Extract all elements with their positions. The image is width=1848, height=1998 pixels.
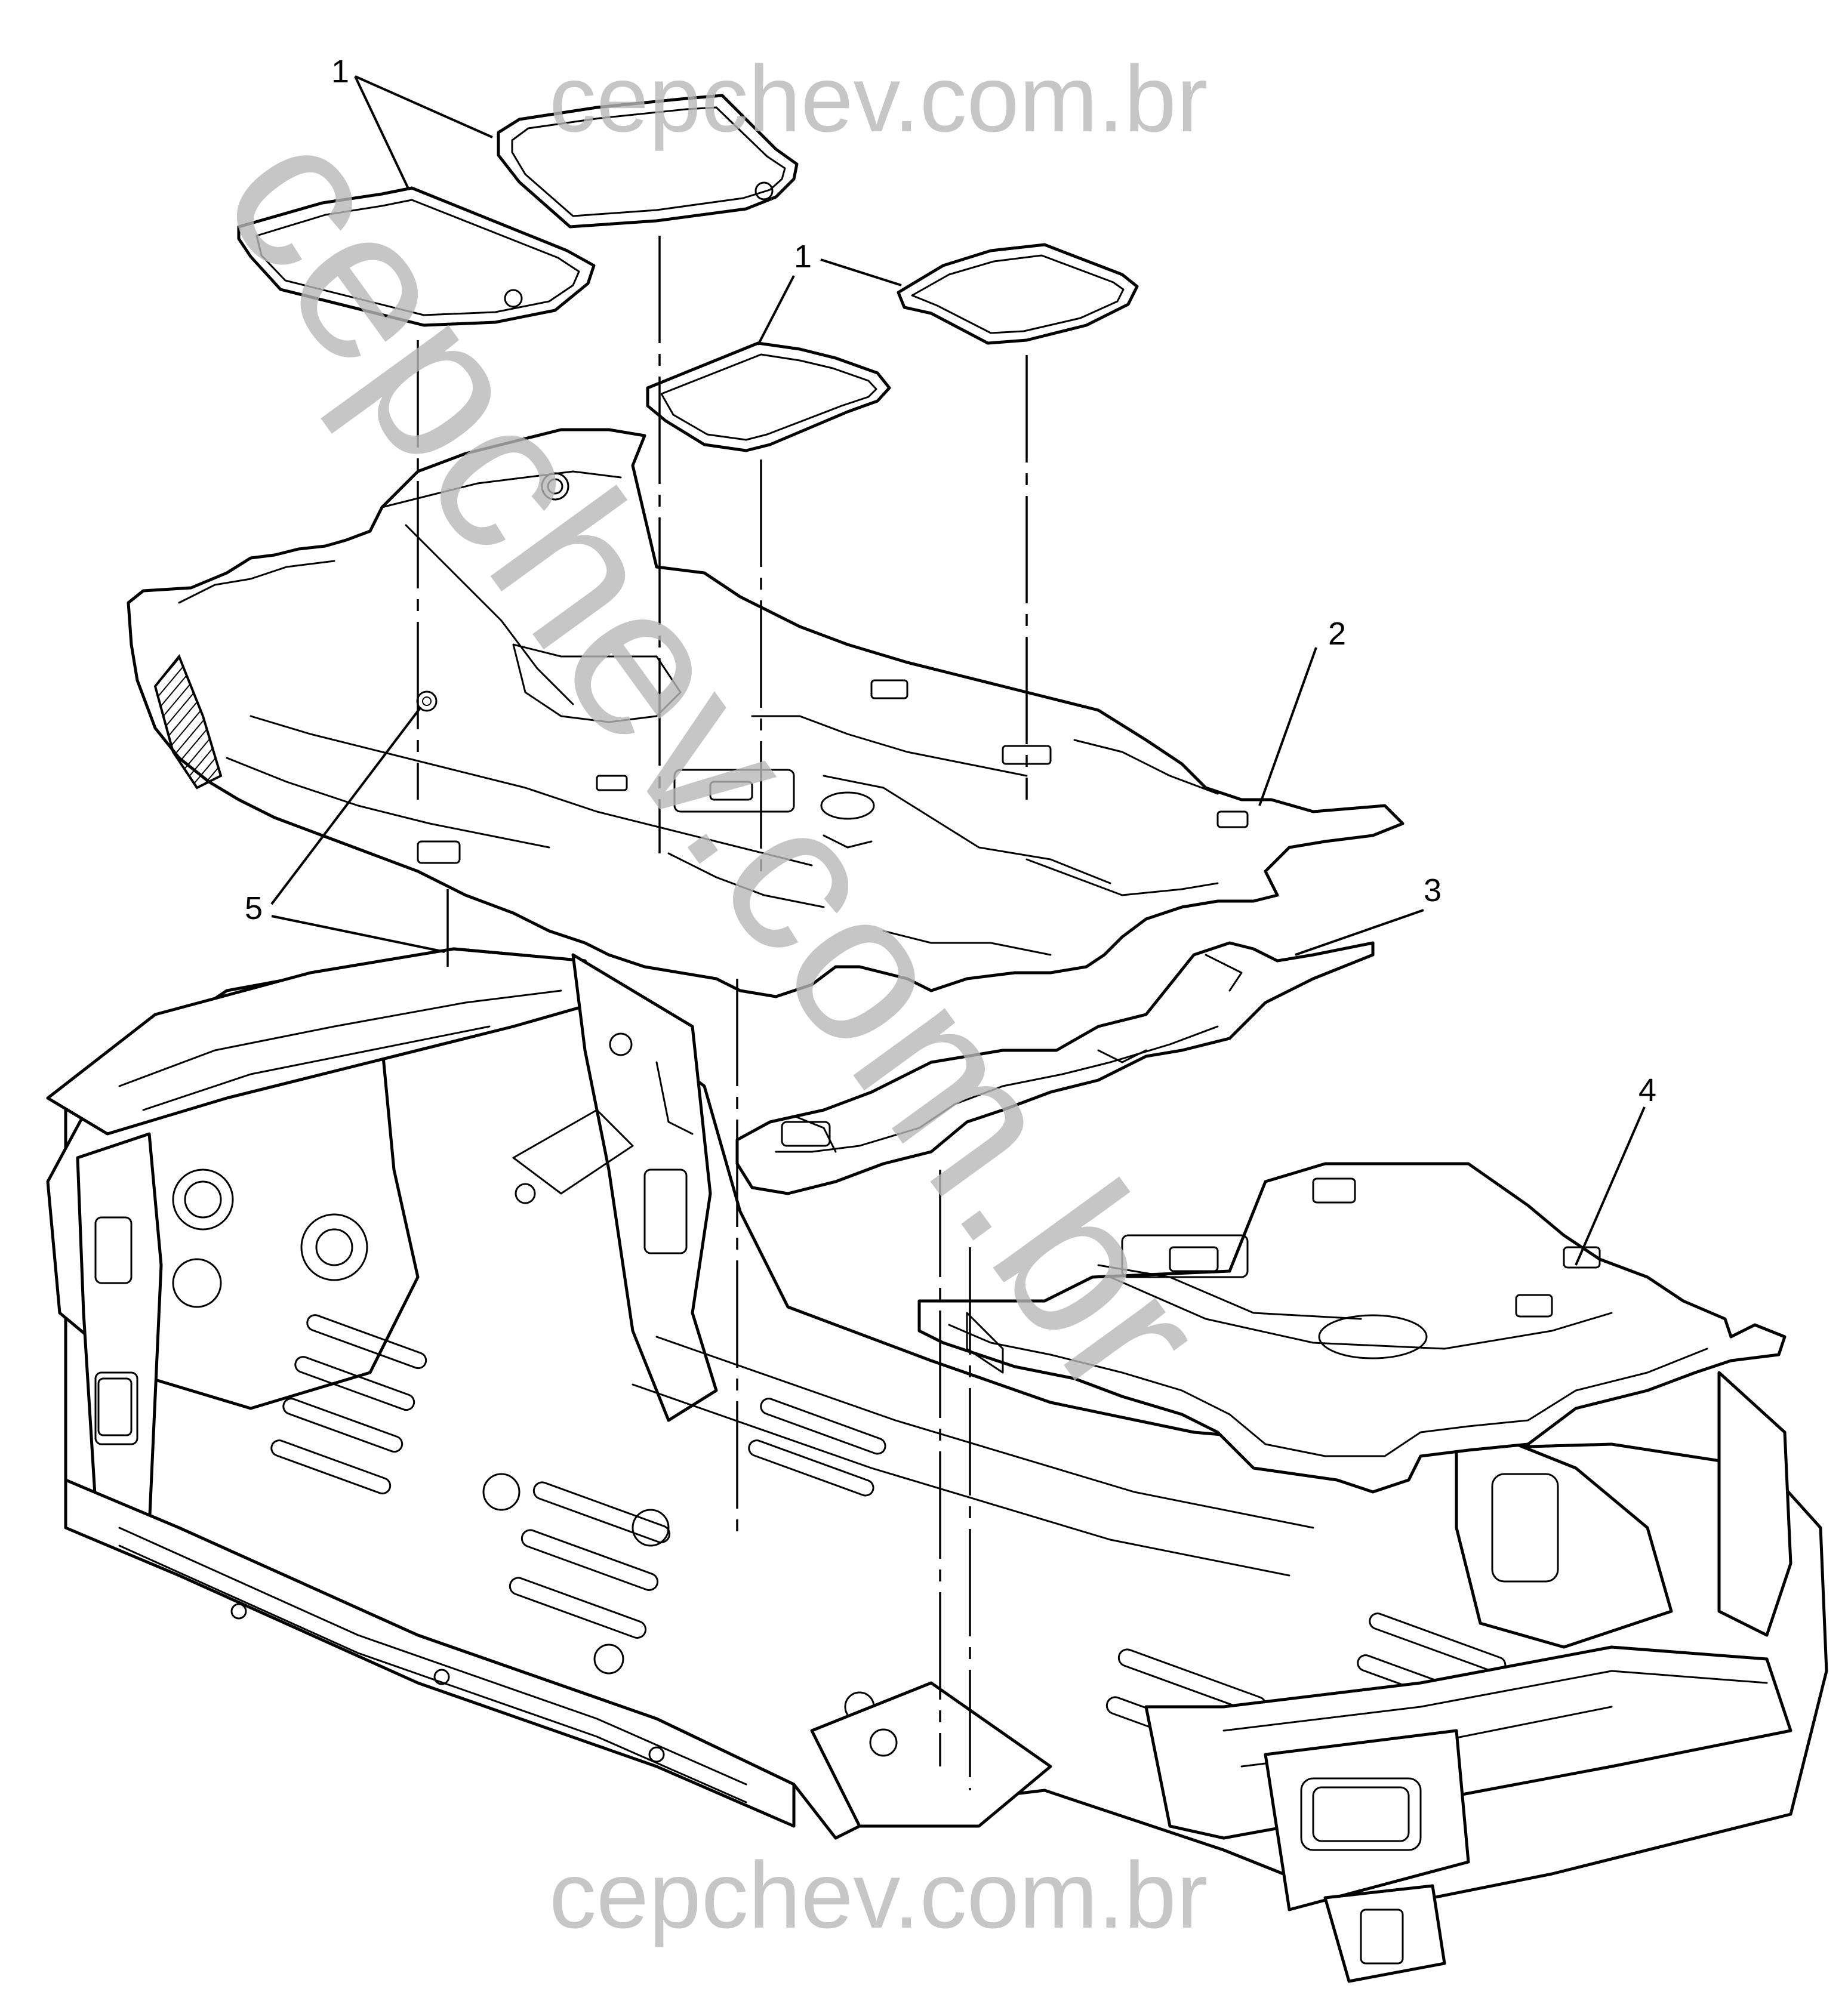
callout-3: 3 xyxy=(1424,872,1442,908)
callout-1-top: 1 xyxy=(331,54,349,90)
watermark-top: cepchev.com.br xyxy=(549,47,1208,152)
part-4-rear-floor-mat xyxy=(917,1162,1787,1494)
mat-rear-right xyxy=(897,243,1139,345)
part-1-floor-mats xyxy=(237,94,1139,452)
vehicle-body-frame xyxy=(46,947,1828,1983)
callout-4: 4 xyxy=(1638,1072,1656,1108)
mat-rear-left xyxy=(646,341,891,452)
callout-2: 2 xyxy=(1328,616,1346,652)
watermark-bottom: cepchev.com.br xyxy=(549,1843,1208,1948)
part-2-main-carpet xyxy=(127,428,1405,998)
mat-front-left xyxy=(237,186,596,327)
leader-lines xyxy=(270,75,1646,1266)
part-3-center-mat xyxy=(735,941,1375,1195)
callout-labels: 1 1 2 3 4 5 xyxy=(245,54,1656,1108)
mat-front-right xyxy=(497,94,799,229)
callout-1-middle: 1 xyxy=(794,239,812,275)
alignment-lines xyxy=(417,236,1028,1790)
callout-5: 5 xyxy=(245,890,263,926)
floor-ribs xyxy=(270,1314,1507,1762)
